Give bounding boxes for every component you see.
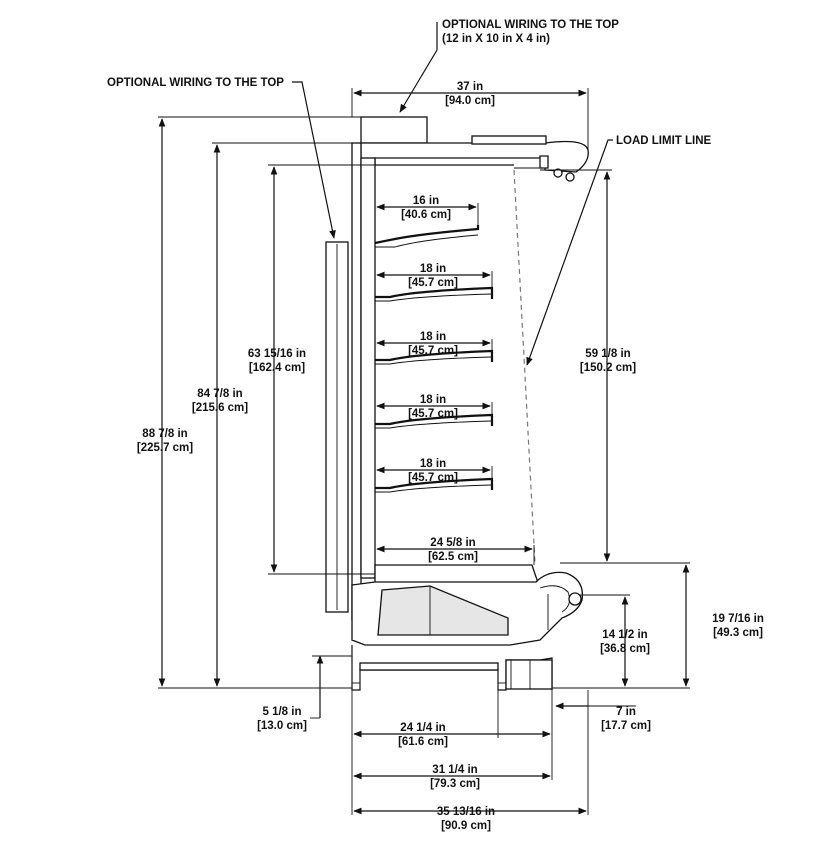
dimension-labels: 37 in [94.0 cm] 88 7/8 in [225.7 cm] 84 …: [137, 81, 764, 832]
shelf-4: [375, 413, 494, 429]
dim-front-total-in: 19 7/16 in: [712, 613, 764, 625]
shelf-3: [375, 349, 494, 365]
callout-labels: OPTIONAL WIRING TO THE TOP (12 in X 10 i…: [107, 19, 712, 147]
front-base-kick: [505, 659, 553, 690]
dimension-lines: [158, 22, 690, 815]
dim-base-depth-2-cm: [79.3 cm]: [430, 778, 480, 790]
dim-shelf-4-cm: [45.7 cm]: [408, 408, 458, 420]
callout-wiring-top-left: OPTIONAL WIRING TO THE TOP: [107, 77, 284, 89]
dim-interior-height-in: 63 15/16 in: [248, 348, 306, 360]
dim-shelf-3-cm: [45.7 cm]: [408, 345, 458, 357]
dim-height-84-cm: [215.6 cm]: [192, 402, 248, 414]
dim-shelf-3-in: 18 in: [420, 331, 446, 343]
canopy-fixture: [553, 168, 563, 178]
dim-deck-in: 24 5/8 in: [430, 537, 475, 549]
dim-overall-height-cm: [225.7 cm]: [137, 442, 193, 454]
dim-shelf-5-cm: [45.7 cm]: [408, 472, 458, 484]
dim-base-height-in: 5 1/8 in: [263, 706, 302, 718]
dim-overall-depth-cm: [90.9 cm]: [441, 820, 491, 832]
rear-wall: [351, 142, 362, 621]
dim-base-depth-1-cm: [61.6 cm]: [398, 736, 448, 748]
bumper-knob: [568, 592, 582, 606]
callout-load-limit: LOAD LIMIT LINE: [616, 135, 712, 147]
dim-base-height-cm: [13.0 cm]: [257, 720, 307, 732]
dim-shelf-2-cm: [45.7 cm]: [408, 277, 458, 289]
dim-shelf-5-in: 18 in: [420, 458, 446, 470]
dim-base-depth-2-in: 31 1/4 in: [432, 764, 477, 776]
canopy: [360, 140, 589, 173]
dim-shelf-2-in: 18 in: [420, 263, 446, 275]
dim-top-width-cm: [94.0 cm]: [445, 95, 495, 107]
canopy-light-housing: [471, 135, 547, 145]
shelf-2: [375, 286, 494, 302]
load-limit-line: [513, 169, 536, 564]
shelf-1: [374, 225, 480, 248]
dim-overall-depth-in: 35 13/16 in: [437, 806, 495, 818]
dim-front-bumper-cm: [36.8 cm]: [600, 643, 650, 655]
callout-wiring-top-right: OPTIONAL WIRING TO THE TOP: [442, 19, 619, 31]
rear-liner: [360, 157, 376, 579]
dim-load-height-in: 59 1/8 in: [585, 348, 630, 360]
dim-front-bumper-in: 14 1/2 in: [602, 629, 647, 641]
canopy-fixture-2: [565, 172, 575, 182]
callout-wiring-size: (12 in X 10 in X 4 in): [442, 33, 550, 45]
base-rail: [359, 662, 499, 671]
dim-shelf-1-cm: [40.6 cm]: [401, 209, 451, 221]
dim-front-overhang-in: 7 in: [616, 706, 636, 718]
dim-shelf-1-in: 16 in: [413, 195, 439, 207]
shelf-5: [375, 477, 494, 493]
wiring-box: [360, 116, 428, 144]
dim-interior-height-cm: [162.4 cm]: [249, 362, 305, 374]
case-body: [325, 116, 589, 691]
dim-base-depth-1-in: 24 1/4 in: [400, 722, 445, 734]
dim-shelf-4-in: 18 in: [420, 394, 446, 406]
coil-housing: [377, 585, 509, 636]
dim-height-84-in: 84 7/8 in: [197, 388, 242, 400]
dim-front-total-cm: [49.3 cm]: [713, 627, 763, 639]
dim-load-height-cm: [150.2 cm]: [580, 362, 636, 374]
dim-deck-cm: [62.5 cm]: [428, 551, 478, 563]
dim-top-width-in: 37 in: [457, 81, 483, 93]
dim-overall-height-in: 88 7/8 in: [142, 428, 187, 440]
dim-front-overhang-cm: [17.7 cm]: [601, 720, 651, 732]
